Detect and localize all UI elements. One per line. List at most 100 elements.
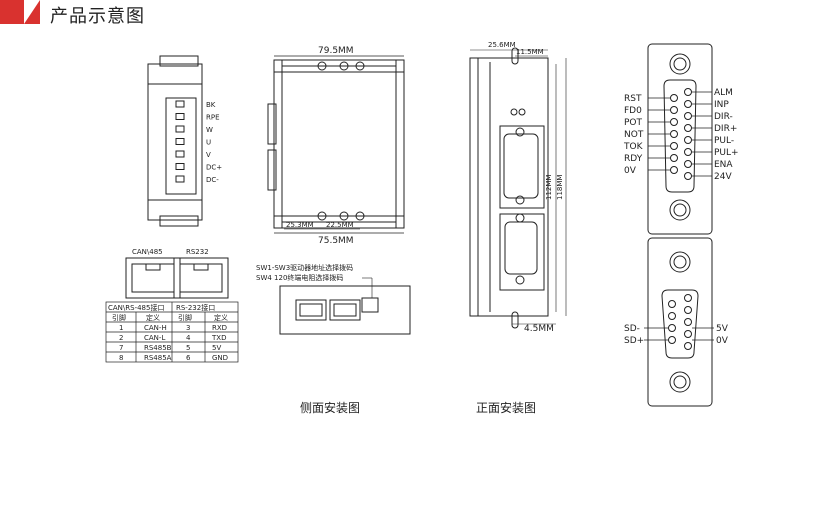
terminal-label: DC- — [206, 176, 219, 184]
front-dim-h1: 112MM — [545, 175, 553, 200]
db15-pin — [670, 118, 678, 126]
db15-pin — [670, 106, 678, 114]
front-dim-h2: 118MM — [556, 175, 564, 200]
db9-pin — [684, 330, 692, 338]
page-header: 产品示意图 — [0, 0, 820, 32]
table-cell: RXD — [212, 324, 227, 332]
terminal-label: U — [206, 139, 211, 147]
side-dim-hole2: 22.5MM — [326, 221, 354, 229]
table-cell: 1 — [119, 324, 123, 332]
table-col-def-2: 定义 — [214, 313, 228, 322]
pin-table — [105, 301, 239, 363]
db15-left-label: RST — [624, 94, 642, 104]
db15-pin — [670, 94, 678, 102]
table-col-pin-1: 引脚 — [112, 313, 126, 322]
terminal-screw — [175, 175, 185, 183]
front-caption: 正面安装图 — [476, 400, 536, 415]
db15-pin — [684, 148, 692, 156]
db9-pin — [668, 312, 676, 320]
table-cell: RS485A — [144, 354, 172, 362]
db15-connector — [647, 43, 713, 235]
table-cell: 7 — [119, 344, 123, 352]
front-dim-slot: 4.5MM — [524, 324, 554, 334]
db15-right-label: DIR+ — [714, 124, 737, 134]
switch-note-1: SW1-SW3驱动器地址选择拨码 — [256, 263, 353, 272]
table-cell: CAN-H — [144, 324, 167, 332]
db15-left-label: POT — [624, 118, 643, 128]
db15-right-label: PUL+ — [714, 148, 739, 158]
table-cell: 2 — [119, 334, 123, 342]
side-dim-bottom: 75.5MM — [318, 236, 354, 246]
db15-right-label: PUL- — [714, 136, 734, 146]
db9-pin — [684, 318, 692, 326]
terminal-screw — [175, 163, 185, 170]
db9-pin — [684, 294, 692, 302]
table-cell: GND — [212, 354, 228, 362]
db15-pin — [684, 136, 692, 144]
db9-right-label: 0V — [716, 336, 729, 346]
terminal-screw — [175, 138, 185, 145]
terminal-label: W — [206, 126, 213, 134]
db9-pin — [668, 324, 676, 332]
db15-pin — [670, 130, 678, 138]
table-col-pin-2: 引脚 — [178, 313, 192, 322]
table-cell: RS485B — [144, 344, 172, 352]
db15-pin — [684, 124, 692, 132]
db15-right-label: ENA — [714, 160, 733, 170]
switch-note-2: SW4 120终端电阻选择拨码 — [256, 273, 343, 282]
table-cell: 3 — [186, 324, 190, 332]
db9-pin — [684, 306, 692, 314]
db15-left-label: 0V — [624, 166, 637, 176]
db15-left-label: RDY — [624, 154, 643, 164]
table-cell: TXD — [211, 334, 226, 342]
db9-pin — [668, 300, 676, 308]
db9-pin — [668, 336, 676, 344]
db15-left-label: NOT — [624, 130, 644, 140]
header-accent-wedge — [24, 0, 40, 24]
side-dim-top: 79.5MM — [318, 46, 354, 56]
db15-pin — [670, 154, 678, 162]
front-dim-width: 25.6MM — [488, 41, 516, 49]
db9-connector — [644, 237, 714, 407]
db15-pin — [684, 112, 692, 120]
db9-left-label: SD+ — [624, 336, 644, 346]
terminal-label: V — [206, 151, 211, 159]
terminal-screw — [175, 100, 185, 108]
switch-view — [279, 277, 411, 335]
port-label-can485: CAN\485 — [132, 248, 163, 256]
table-cell: 8 — [119, 354, 123, 362]
side-view — [267, 55, 405, 234]
terminal-screw — [175, 125, 185, 133]
db15-pin — [684, 88, 692, 96]
terminal-screw — [175, 150, 185, 158]
db9-right-label: 5V — [716, 324, 729, 334]
table-cell: CAN-L — [144, 334, 165, 342]
db15-right-label: 24V — [714, 172, 732, 182]
table-col-def-1: 定义 — [146, 313, 160, 322]
side-dim-hole: 25.3MM — [286, 221, 314, 229]
db9-labels: SD- SD+ 5V 0V — [624, 324, 729, 346]
db15-pin — [684, 100, 692, 108]
db15-right-label: INP — [714, 100, 729, 110]
db15-pin — [684, 160, 692, 168]
db15-right-label: ALM — [714, 88, 733, 98]
terminal-label: BK — [206, 101, 216, 109]
table-header-left: CAN\RS-485接口 — [108, 303, 164, 312]
table-cell: 5 — [186, 344, 190, 352]
front-view — [469, 47, 567, 329]
db15-right-label: DIR- — [714, 112, 733, 122]
table-cell: 4 — [186, 334, 191, 342]
port-label-rs232: RS232 — [186, 248, 209, 256]
front-dim-hole: 11.5MM — [516, 48, 544, 56]
db9-left-label: SD- — [624, 324, 640, 334]
table-cell: 6 — [186, 354, 191, 362]
db15-pin — [684, 172, 692, 180]
page-title: 产品示意图 — [50, 6, 145, 27]
db15-left-label: TOK — [623, 142, 644, 152]
db15-labels: RSTFD0POTNOTTOKRDY0VALMINPDIR-DIR+PUL-PU… — [623, 88, 739, 182]
db15-pin — [670, 142, 678, 150]
terminal-label: RPE — [206, 114, 220, 122]
table-header-right: RS-232接口 — [176, 303, 215, 312]
